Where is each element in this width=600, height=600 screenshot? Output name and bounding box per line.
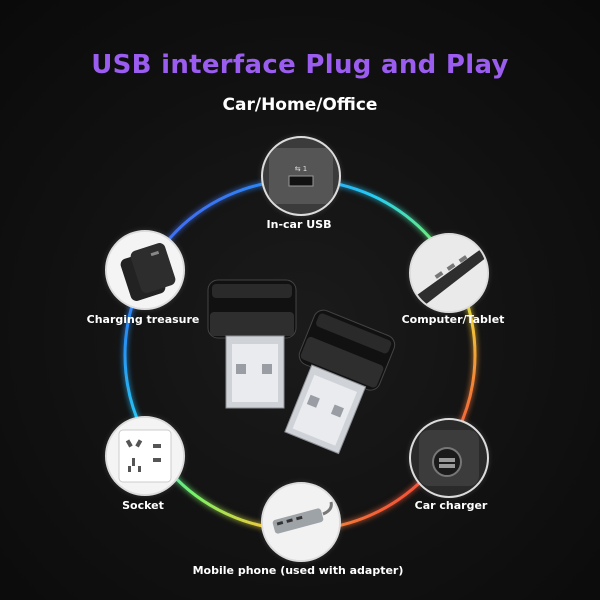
scenario-label-charging-treasure: Charging treasure — [86, 313, 200, 326]
power-bank-icon — [105, 230, 185, 310]
laptop-ports-icon — [409, 233, 489, 313]
scenario-label-socket: Socket — [122, 499, 164, 512]
page-title: USB interface Plug and Play — [91, 50, 509, 80]
scenario-label-computer-tablet: Computer/Tablet — [401, 313, 505, 326]
svg-text:⇆ 1: ⇆ 1 — [295, 165, 308, 173]
page-subtitle: Car/Home/Office — [222, 95, 378, 115]
scenario-label-mobile-phone: Mobile phone (used with adapter) — [192, 564, 404, 577]
car-usb-port-icon: ⇆ 1 — [261, 136, 341, 216]
usb-hub-adapter-icon — [261, 482, 341, 562]
scenario-label-in-car-usb: In-car USB — [266, 218, 332, 231]
scenario-label-car-charger: Car charger — [414, 499, 488, 512]
wall-socket-icon — [105, 416, 185, 496]
car-charger-icon — [409, 418, 489, 498]
